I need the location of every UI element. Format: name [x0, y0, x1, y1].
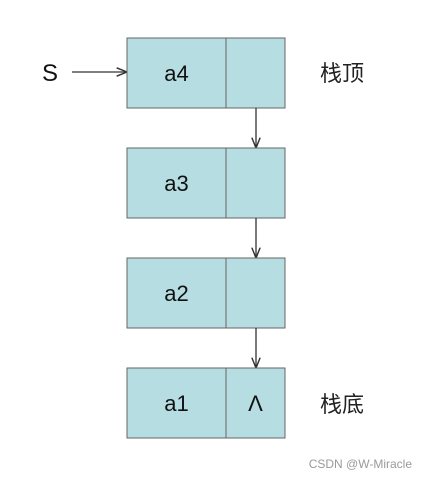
node-next-cell — [225, 257, 286, 329]
node-data-cell — [126, 37, 227, 109]
node-data-text: a1 — [164, 391, 188, 416]
node-data-cell — [126, 367, 227, 439]
node-data-text: a4 — [164, 61, 188, 86]
node-next-cell — [225, 37, 286, 109]
node-data-cell — [126, 257, 227, 329]
stack-node-a2: a2 — [126, 257, 286, 329]
stack-node-a4: a4 — [126, 37, 286, 109]
null-pointer-symbol: Λ — [248, 391, 263, 416]
stack-top-label: 栈顶 — [320, 62, 364, 87]
head-pointer-label: S — [42, 60, 58, 87]
stack-node-a3: a3 — [126, 147, 286, 219]
node-data-cell — [126, 147, 227, 219]
stack-bottom-label: 栈底 — [320, 393, 364, 418]
watermark: CSDN @W-Miracle — [309, 457, 413, 471]
node-next-cell — [225, 147, 286, 219]
node-data-text: a2 — [164, 281, 188, 306]
node-data-text: a3 — [164, 171, 188, 196]
stack-node-a1: a1 Λ — [126, 367, 286, 439]
node-next-cell — [225, 367, 286, 439]
